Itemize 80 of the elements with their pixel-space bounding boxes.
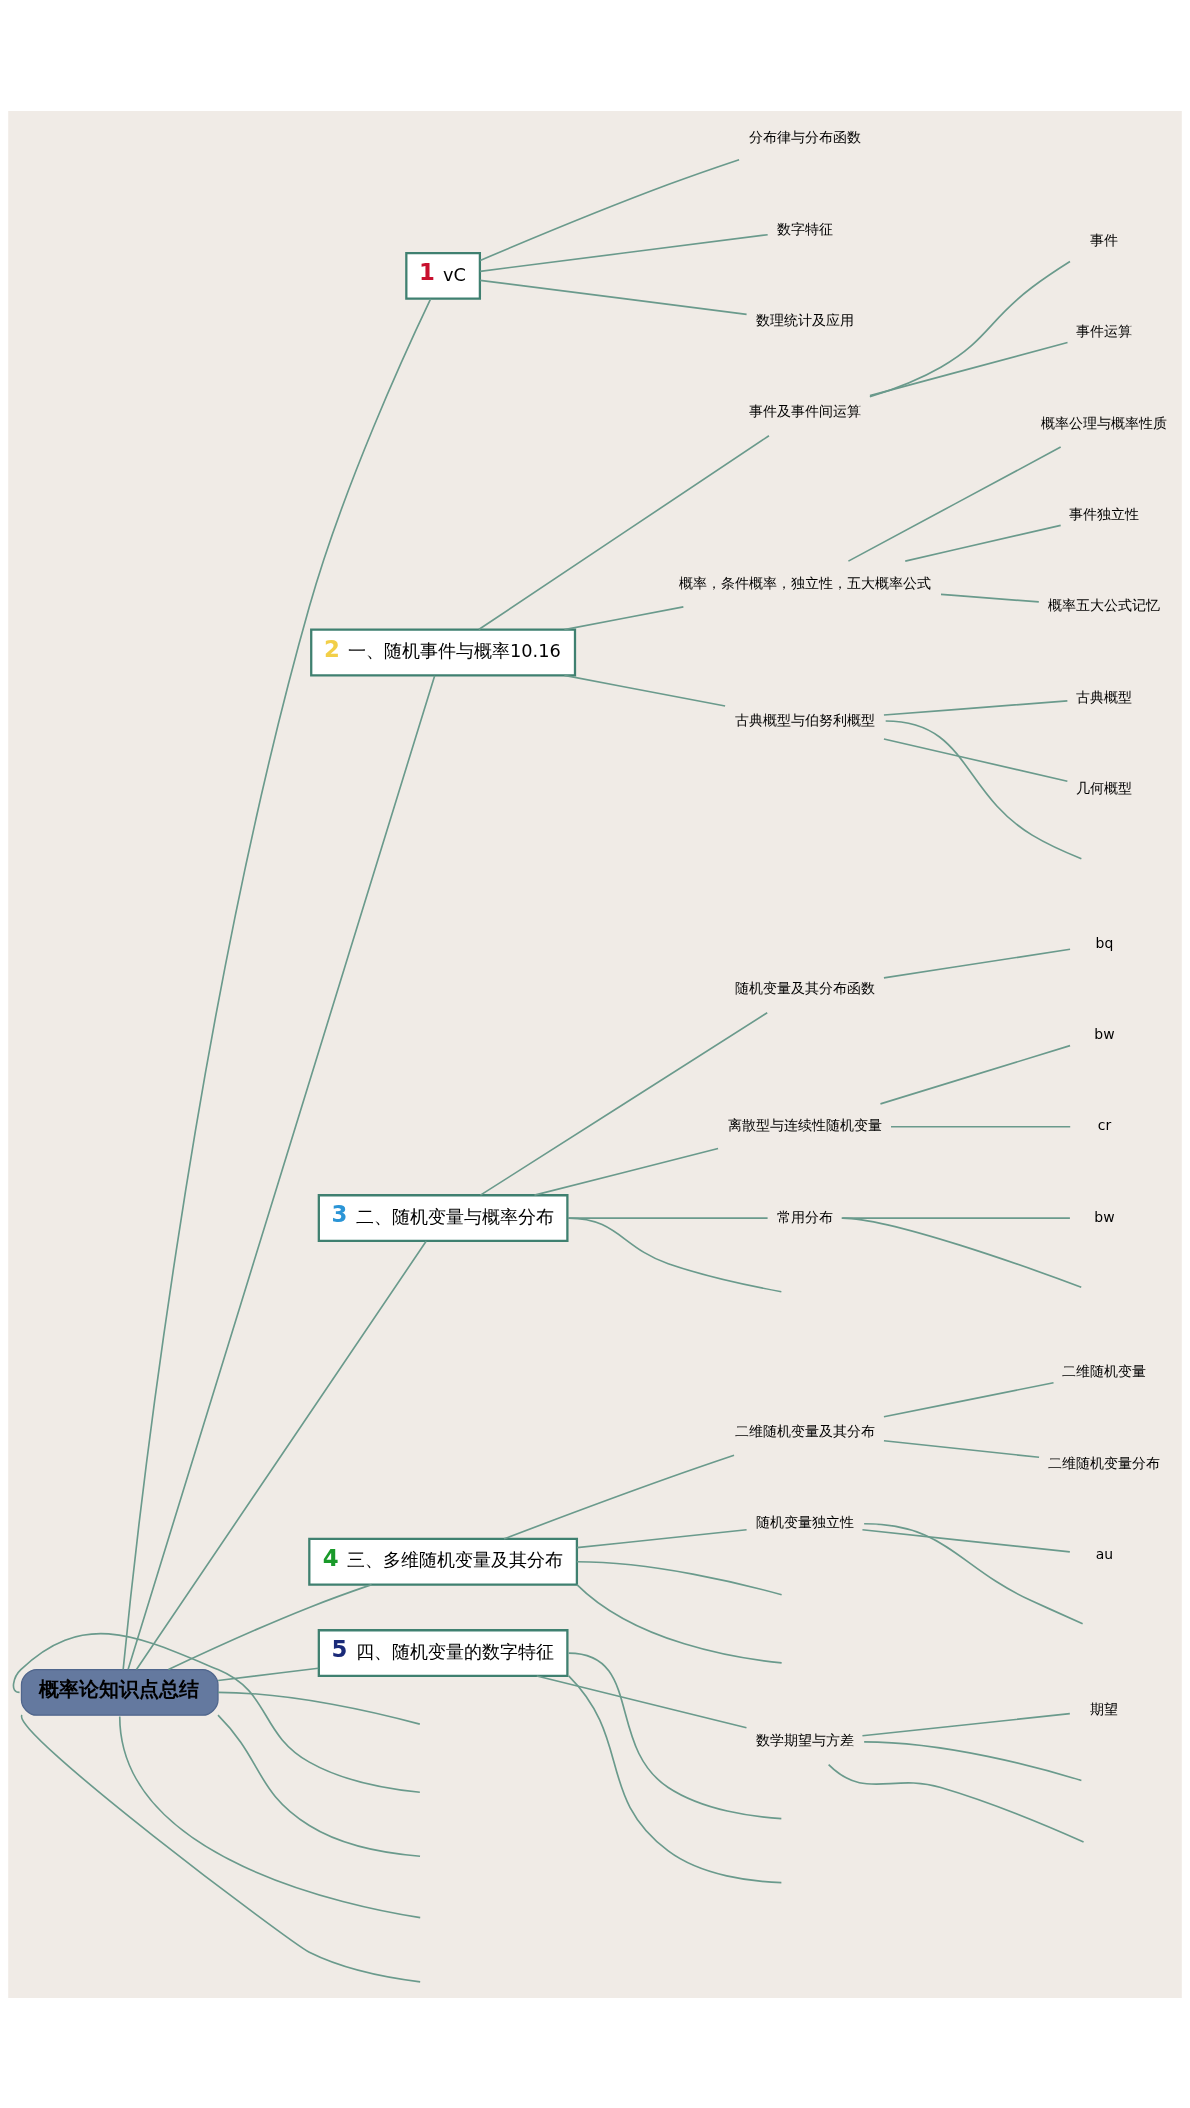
- node-text: 事件及事件间运算: [748, 402, 861, 419]
- connector: [567, 1216, 769, 1219]
- connector: [861, 1528, 1071, 1553]
- connector: [567, 1651, 783, 1819]
- node-text: 概率公理与概率性质: [1041, 414, 1168, 431]
- connector: [217, 1666, 320, 1681]
- node-text: 数字特征: [776, 220, 833, 237]
- connector: [12, 1632, 421, 1793]
- node-box: 1 vC: [405, 251, 481, 300]
- connector: [21, 1713, 421, 1983]
- connector: [122, 297, 432, 1670]
- node-text: au: [1095, 1545, 1114, 1562]
- node-text: 二维随机变量分布: [1048, 1454, 1161, 1471]
- node-text: cr: [1097, 1116, 1112, 1133]
- node-box: 概率论知识点总结: [20, 1668, 219, 1716]
- node-text: bq: [1095, 934, 1114, 951]
- node-text: 古典概型: [1076, 688, 1133, 705]
- node-box: 5 四、随机变量的数字特征: [317, 1628, 569, 1677]
- node-box: 2 一、随机事件与概率10.16: [310, 628, 577, 676]
- connector: [118, 1715, 422, 1918]
- connector: [841, 1216, 1083, 1288]
- connector: [503, 1454, 735, 1540]
- connector: [879, 1044, 1071, 1105]
- node-text: 概率，条件概率，独立性，五大概率公式: [678, 574, 931, 591]
- node-text: 随机变量独立性: [755, 1513, 854, 1530]
- connector: [861, 1712, 1071, 1737]
- connector: [479, 1011, 769, 1196]
- node-text: 数学期望与方差: [755, 1731, 854, 1748]
- connector: [904, 524, 1062, 562]
- connector: [477, 434, 770, 630]
- node-text: 数理统计及应用: [755, 311, 854, 328]
- node-text: 概率五大公式记忆: [1048, 596, 1161, 613]
- connector: [479, 279, 748, 315]
- connector: [563, 605, 685, 630]
- node-box: 4 三、多维随机变量及其分布: [308, 1537, 579, 1586]
- connector: [576, 1560, 783, 1596]
- connector: [827, 1763, 1085, 1843]
- connector: [479, 158, 740, 261]
- connector: [883, 1439, 1040, 1458]
- node-text: 随机变量及其分布函数: [734, 979, 875, 996]
- node-text: 分布律与分布函数: [748, 128, 861, 145]
- connector: [883, 1381, 1055, 1418]
- connector: [576, 1583, 783, 1664]
- connector: [217, 1713, 421, 1857]
- node-text: bw: [1094, 1025, 1115, 1042]
- connector: [883, 699, 1069, 716]
- connector: [135, 1239, 427, 1670]
- connector: [883, 947, 1071, 979]
- connector: [890, 1125, 1072, 1128]
- connector: [883, 737, 1069, 782]
- node-text: 事件运算: [1076, 322, 1133, 339]
- connector: [869, 260, 1071, 398]
- connector: [840, 1216, 1071, 1219]
- connector: [940, 593, 1040, 603]
- connector: [884, 719, 1083, 859]
- node-text: 二维随机变量及其分布: [734, 1422, 875, 1439]
- connector: [847, 445, 1062, 562]
- connector: [533, 1147, 719, 1196]
- connector: [563, 674, 726, 707]
- connector: [869, 341, 1069, 396]
- connector: [217, 1691, 421, 1725]
- node-text: 离散型与连续性随机变量: [727, 1116, 882, 1133]
- node-text: 事件独立性: [1069, 505, 1140, 522]
- node-box: 3 二、随机变量与概率分布: [317, 1193, 569, 1242]
- node-text: 期望: [1090, 1700, 1119, 1717]
- node-text: 古典概型与伯努利概型: [734, 711, 875, 728]
- connector: [567, 1216, 783, 1293]
- node-text: bw: [1094, 1208, 1115, 1225]
- connector: [567, 1674, 783, 1883]
- connector: [863, 1522, 1084, 1624]
- connector: [863, 1740, 1083, 1781]
- node-text: 常用分布: [776, 1208, 833, 1225]
- connector: [535, 1674, 748, 1729]
- connector: [479, 233, 769, 272]
- connector: [167, 1583, 373, 1670]
- node-text: 几何概型: [1076, 779, 1133, 796]
- node-text: 事件: [1090, 231, 1119, 248]
- connector: [127, 674, 436, 1670]
- connector: [576, 1528, 748, 1548]
- node-text: 二维随机变量: [1062, 1362, 1147, 1379]
